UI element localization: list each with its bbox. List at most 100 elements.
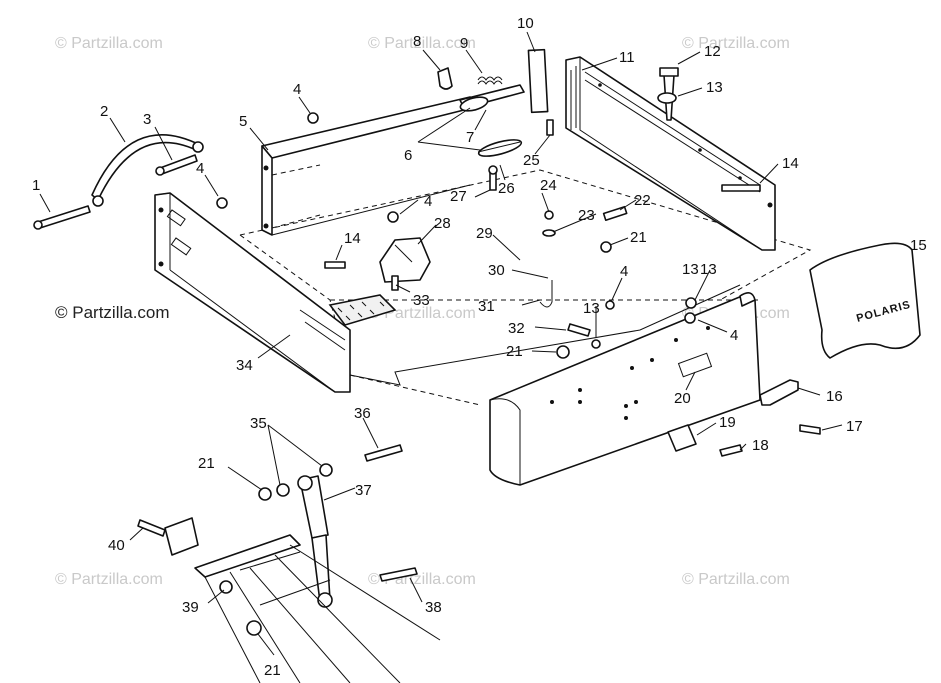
nut — [246, 620, 262, 636]
callout-38: 38 — [425, 599, 442, 616]
nut — [544, 210, 554, 220]
callout-18: 18 — [752, 437, 769, 454]
callout-21-d: 21 — [264, 662, 281, 679]
bracket — [379, 237, 431, 283]
callout-1: 1 — [32, 177, 40, 194]
front-panel — [261, 96, 473, 236]
callout-35: 35 — [250, 415, 267, 432]
tailgate — [565, 56, 776, 251]
bolt — [488, 165, 498, 191]
bolt — [391, 275, 399, 291]
bushing — [319, 463, 333, 477]
callout-28: 28 — [434, 215, 451, 232]
callout-16: 16 — [826, 388, 843, 405]
rear-panel — [489, 292, 761, 486]
leader-lines — [39, 31, 843, 656]
callout-36: 36 — [354, 405, 371, 422]
bushing — [276, 483, 290, 497]
callout-29: 29 — [476, 225, 493, 242]
callout-27: 27 — [450, 188, 467, 205]
callout-8: 8 — [413, 33, 421, 50]
callout-11: 11 — [619, 49, 635, 66]
nut — [307, 112, 319, 124]
callout-33: 33 — [413, 292, 430, 309]
nut — [591, 339, 601, 349]
spring — [477, 76, 503, 85]
callout-4-c: 4 — [424, 193, 432, 210]
bolt — [364, 444, 403, 462]
callout-34: 34 — [236, 357, 253, 374]
callout-4-b: 4 — [196, 160, 204, 177]
callout-4-d: 4 — [620, 263, 628, 280]
nut — [605, 300, 615, 310]
callout-12: 12 — [704, 43, 721, 60]
diamond-plate — [328, 294, 397, 326]
callout-31: 31 — [478, 298, 495, 315]
bolt — [379, 567, 418, 582]
bolt — [137, 519, 166, 537]
pin — [437, 67, 453, 90]
callout-40: 40 — [108, 537, 125, 554]
washer — [657, 92, 677, 104]
nut — [387, 211, 399, 223]
callout-15: 15 — [910, 237, 927, 254]
hook — [539, 280, 553, 308]
callout-4: 4 — [293, 81, 301, 98]
callout-5: 5 — [239, 113, 247, 130]
callout-13-b: 13 — [700, 261, 717, 278]
mount-plate — [667, 424, 697, 452]
bolt — [719, 444, 743, 457]
latch-bracket — [759, 379, 799, 406]
polaris-badge: POLARIS — [809, 242, 921, 359]
nut — [685, 297, 697, 309]
callout-24: 24 — [540, 177, 557, 194]
watermark: © Partzilla.com — [682, 571, 790, 588]
nut — [258, 487, 272, 501]
gas-shock — [297, 475, 333, 608]
watermark: © Partzilla.com — [368, 35, 476, 52]
watermark: © Partzilla.com — [55, 303, 170, 322]
callout-9: 9 — [460, 35, 468, 52]
callout-17: 17 — [846, 418, 863, 435]
nut — [684, 312, 696, 324]
callout-25: 25 — [523, 152, 540, 169]
hinge-rod — [459, 84, 525, 157]
watermark: © Partzilla.com — [682, 35, 790, 52]
callout-6: 6 — [404, 147, 412, 164]
callout-39: 39 — [182, 599, 199, 616]
wear-plate — [602, 205, 628, 222]
callout-21: 21 — [630, 229, 647, 246]
callout-30: 30 — [488, 262, 505, 279]
screw — [546, 119, 554, 136]
callout-3: 3 — [143, 111, 151, 128]
bolt — [324, 261, 346, 269]
watermark: © Partzilla.com — [55, 35, 163, 52]
hinge-plate — [164, 517, 199, 556]
callout-13-d: 13 — [682, 261, 699, 278]
nut — [219, 580, 233, 594]
callout-32: 32 — [508, 320, 525, 337]
callout-20: 20 — [674, 390, 691, 407]
callout-21-c: 21 — [198, 455, 215, 472]
box-floor-line — [349, 284, 741, 386]
bolt — [721, 184, 761, 192]
callout-13-c: 13 — [583, 300, 600, 317]
callout-22: 22 — [634, 192, 651, 209]
callout-13: 13 — [706, 79, 723, 96]
callout-37: 37 — [355, 482, 372, 499]
nut — [556, 345, 570, 359]
callout-7: 7 — [466, 129, 474, 146]
watermark: © Partzilla.com — [55, 571, 163, 588]
callout-labels: 1 2 3 4 5 6 7 8 9 10 11 12 13 14 15 16 1… — [32, 15, 927, 679]
callout-2: 2 — [100, 103, 108, 120]
washer — [542, 229, 556, 237]
box-floor-outline — [239, 169, 812, 406]
left-side-panel — [154, 192, 351, 393]
callout-14-b: 14 — [344, 230, 361, 247]
callout-10: 10 — [517, 15, 534, 32]
callout-23: 23 — [578, 207, 595, 224]
callout-26: 26 — [498, 180, 515, 197]
callout-21-b: 21 — [506, 343, 523, 360]
side-rail — [91, 134, 204, 207]
